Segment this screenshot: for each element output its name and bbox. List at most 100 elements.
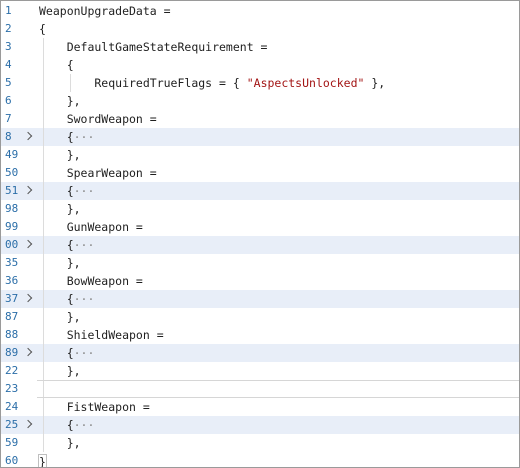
folded-ellipsis[interactable]: ···: [73, 346, 95, 360]
code-text: {: [39, 20, 46, 38]
line-number: 88: [5, 328, 19, 341]
code-token: RequiredTrueFlags = {: [39, 76, 247, 90]
code-line[interactable]: 22 },: [1, 362, 519, 380]
line-number: 8: [5, 130, 12, 143]
code-token: },: [39, 148, 81, 162]
code-line[interactable]: 36 BowWeapon =: [1, 272, 519, 290]
code-line[interactable]: 99 GunWeapon =: [1, 218, 519, 236]
code-line[interactable]: 24 FistWeapon =: [1, 398, 519, 416]
folded-ellipsis[interactable]: ···: [73, 292, 95, 306]
line-number: 25: [5, 418, 19, 431]
code-token: {: [39, 238, 74, 252]
chevron-right-icon[interactable]: [23, 182, 35, 200]
indent-guide: [43, 146, 44, 164]
indent-guide: [43, 236, 44, 254]
brace-match-highlight: }: [38, 453, 47, 468]
code-line[interactable]: 98 },: [1, 200, 519, 218]
code-line[interactable]: 60}: [1, 452, 519, 468]
code-line[interactable]: 7 SwordWeapon =: [1, 110, 519, 128]
indent-guide: [43, 434, 44, 452]
code-token: },: [39, 256, 81, 270]
line-number: 3: [5, 40, 12, 53]
code-token: },: [39, 436, 81, 450]
line-number: 60: [5, 454, 19, 467]
code-token: },: [39, 364, 81, 378]
chevron-right-icon[interactable]: [23, 128, 35, 146]
code-text: },: [39, 92, 81, 110]
chevron-right-icon[interactable]: [23, 290, 35, 308]
indent-guide: [43, 182, 44, 200]
chevron-right-icon[interactable]: [23, 416, 35, 434]
line-number: 4: [5, 58, 12, 71]
code-line[interactable]: 59 },: [1, 434, 519, 452]
code-line[interactable]: 5 RequiredTrueFlags = { "AspectsUnlocked…: [1, 74, 519, 92]
code-line[interactable]: 4 {: [1, 56, 519, 74]
folded-ellipsis[interactable]: ···: [73, 238, 95, 252]
chevron-right-icon[interactable]: [23, 236, 35, 254]
code-text: }: [38, 452, 47, 468]
code-token: {: [39, 346, 74, 360]
code-text: {···: [39, 182, 95, 200]
code-token: },: [39, 310, 81, 324]
code-line[interactable]: 88 ShieldWeapon =: [1, 326, 519, 344]
folded-code-line[interactable]: 89 {···: [1, 344, 519, 362]
code-token: },: [364, 76, 386, 90]
indent-guide: [43, 416, 44, 434]
indent-guide: [43, 290, 44, 308]
indent-guide: [43, 74, 44, 92]
line-number: 6: [5, 94, 12, 107]
code-token: {: [39, 418, 74, 432]
code-line[interactable]: 2{: [1, 20, 519, 38]
folded-code-line[interactable]: 8 {···: [1, 128, 519, 146]
code-line[interactable]: 49 },: [1, 146, 519, 164]
folded-ellipsis[interactable]: ···: [73, 184, 95, 198]
folded-ellipsis[interactable]: ···: [73, 418, 95, 432]
line-number: 98: [5, 202, 19, 215]
code-text: {: [39, 56, 74, 74]
code-token: {: [39, 292, 74, 306]
code-token: },: [39, 94, 81, 108]
code-text: BowWeapon =: [39, 272, 143, 290]
indent-guide: [43, 398, 44, 416]
indent-guide: [43, 164, 44, 182]
indent-guide: [43, 128, 44, 146]
code-token: {: [39, 184, 74, 198]
indent-guide: [43, 326, 44, 344]
folded-code-line[interactable]: 25 {···: [1, 416, 519, 434]
code-text: SpearWeapon =: [39, 164, 157, 182]
line-number: 1: [5, 4, 12, 17]
code-line[interactable]: 87 },: [1, 308, 519, 326]
line-number: 37: [5, 292, 19, 305]
code-text: DefaultGameStateRequirement =: [39, 38, 268, 56]
code-text: },: [39, 434, 81, 452]
folded-ellipsis[interactable]: ···: [73, 130, 95, 144]
code-text: },: [39, 146, 81, 164]
code-line[interactable]: 50 SpearWeapon =: [1, 164, 519, 182]
indent-guide: [43, 92, 44, 110]
code-text: },: [39, 200, 81, 218]
folded-code-line[interactable]: 00 {···: [1, 236, 519, 254]
line-number: 36: [5, 274, 19, 287]
code-token: FistWeapon =: [39, 400, 150, 414]
chevron-right-icon[interactable]: [23, 344, 35, 362]
indent-guide: [43, 38, 44, 56]
line-number: 99: [5, 220, 19, 233]
code-token: BowWeapon =: [39, 274, 143, 288]
code-token: {: [39, 22, 46, 36]
indent-guide: [43, 344, 44, 362]
code-text: GunWeapon =: [39, 218, 143, 236]
code-text: SwordWeapon =: [39, 110, 157, 128]
code-line[interactable]: 3 DefaultGameStateRequirement =: [1, 38, 519, 56]
code-token: DefaultGameStateRequirement =: [39, 40, 268, 54]
line-number: 49: [5, 148, 19, 161]
folded-code-line[interactable]: 51 {···: [1, 182, 519, 200]
code-line[interactable]: 6 },: [1, 92, 519, 110]
code-line[interactable]: 23: [1, 380, 519, 398]
code-token: SpearWeapon =: [39, 166, 157, 180]
folded-code-line[interactable]: 37 {···: [1, 290, 519, 308]
indent-guide: [43, 308, 44, 326]
code-line[interactable]: 35 },: [1, 254, 519, 272]
